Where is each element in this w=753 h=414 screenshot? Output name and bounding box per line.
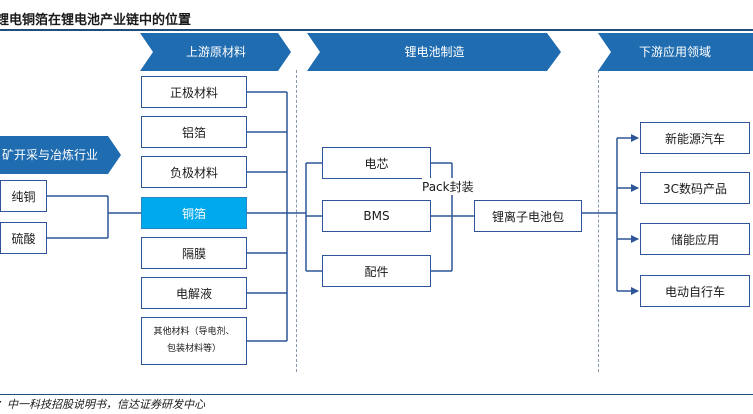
- upstream-item-label: 铜箔: [181, 206, 206, 221]
- downstream-item-3c: 3C数码产品: [640, 172, 750, 204]
- downstream-item-storage: 储能应用: [640, 223, 750, 255]
- upstream-item-label: 负极材料: [169, 165, 218, 180]
- other-materials-line1: 其他材料（导电剂、: [153, 327, 235, 337]
- downstream-item-label: 3C数码产品: [662, 181, 727, 196]
- upstream-item-copper-foil: 铜箔: [141, 197, 247, 229]
- midstream-item-label: BMS: [363, 209, 390, 223]
- footer-rule: [0, 394, 753, 395]
- mining-banner: [0, 136, 121, 174]
- upstream-item-aluminum-foil: 铝箔: [141, 116, 247, 148]
- mining-item-label: 硫酸: [11, 231, 36, 246]
- mining-banner-label: 矿开采与冶炼行业: [1, 148, 98, 162]
- midstream-item-accessories: 配件: [322, 255, 431, 287]
- upstream-item-label: 铝箔: [181, 125, 206, 140]
- midstream-item-bms: BMS: [322, 200, 431, 232]
- upstream-item-electrolyte: 电解液: [141, 277, 247, 309]
- upstream-item-separator: 隔膜: [141, 237, 247, 269]
- mining-item-copper: 纯铜: [0, 180, 47, 212]
- source-note: ：中一科技招股说明书，信达证券研发中心: [0, 398, 205, 411]
- upstream-banner-label: 上游原材料: [185, 45, 246, 59]
- downstream-item-label: 新能源汽车: [664, 131, 725, 146]
- midstream-item-label: 配件: [364, 264, 389, 279]
- battery-pack-label: 锂离子电池包: [491, 209, 564, 224]
- upstream-item-label: 隔膜: [181, 246, 206, 261]
- midstream-item-label: 电芯: [364, 156, 389, 171]
- title-rule: [0, 29, 753, 31]
- midstream-banner-label: 锂电池制造: [404, 45, 465, 59]
- downstream-item-ebike: 电动自行车: [640, 275, 750, 307]
- mining-item-sulfuric-acid: 硫酸: [0, 222, 47, 254]
- separator-left: [296, 70, 297, 372]
- other-materials-line2: 包装材料等）: [166, 344, 221, 354]
- midstream-item-cell: 电芯: [322, 147, 431, 179]
- mining-item-label: 纯铜: [11, 189, 36, 204]
- figure-title: 锂电铜箔在锂电池产业链中的位置: [0, 13, 192, 28]
- pack-label: Pack封装: [422, 178, 474, 195]
- upstream-item-label: 电解液: [175, 286, 212, 301]
- downstream-item-label: 储能应用: [670, 232, 719, 247]
- battery-pack-box: 锂离子电池包: [474, 200, 582, 232]
- midstream-banner: [307, 33, 561, 71]
- upstream-banner: [140, 33, 291, 71]
- separator-right: [598, 70, 599, 372]
- downstream-banner-label: 下游应用领域: [638, 45, 711, 59]
- upstream-item-anode: 负极材料: [141, 156, 247, 188]
- downstream-item-label: 电动自行车: [664, 284, 725, 299]
- upstream-item-other-materials: 其他材料（导电剂、 包装材料等）: [141, 317, 247, 365]
- upstream-item-cathode: 正极材料: [141, 76, 247, 108]
- downstream-item-nev: 新能源汽车: [640, 122, 750, 154]
- upstream-item-label: 正极材料: [169, 85, 218, 100]
- downstream-banner: [598, 33, 753, 71]
